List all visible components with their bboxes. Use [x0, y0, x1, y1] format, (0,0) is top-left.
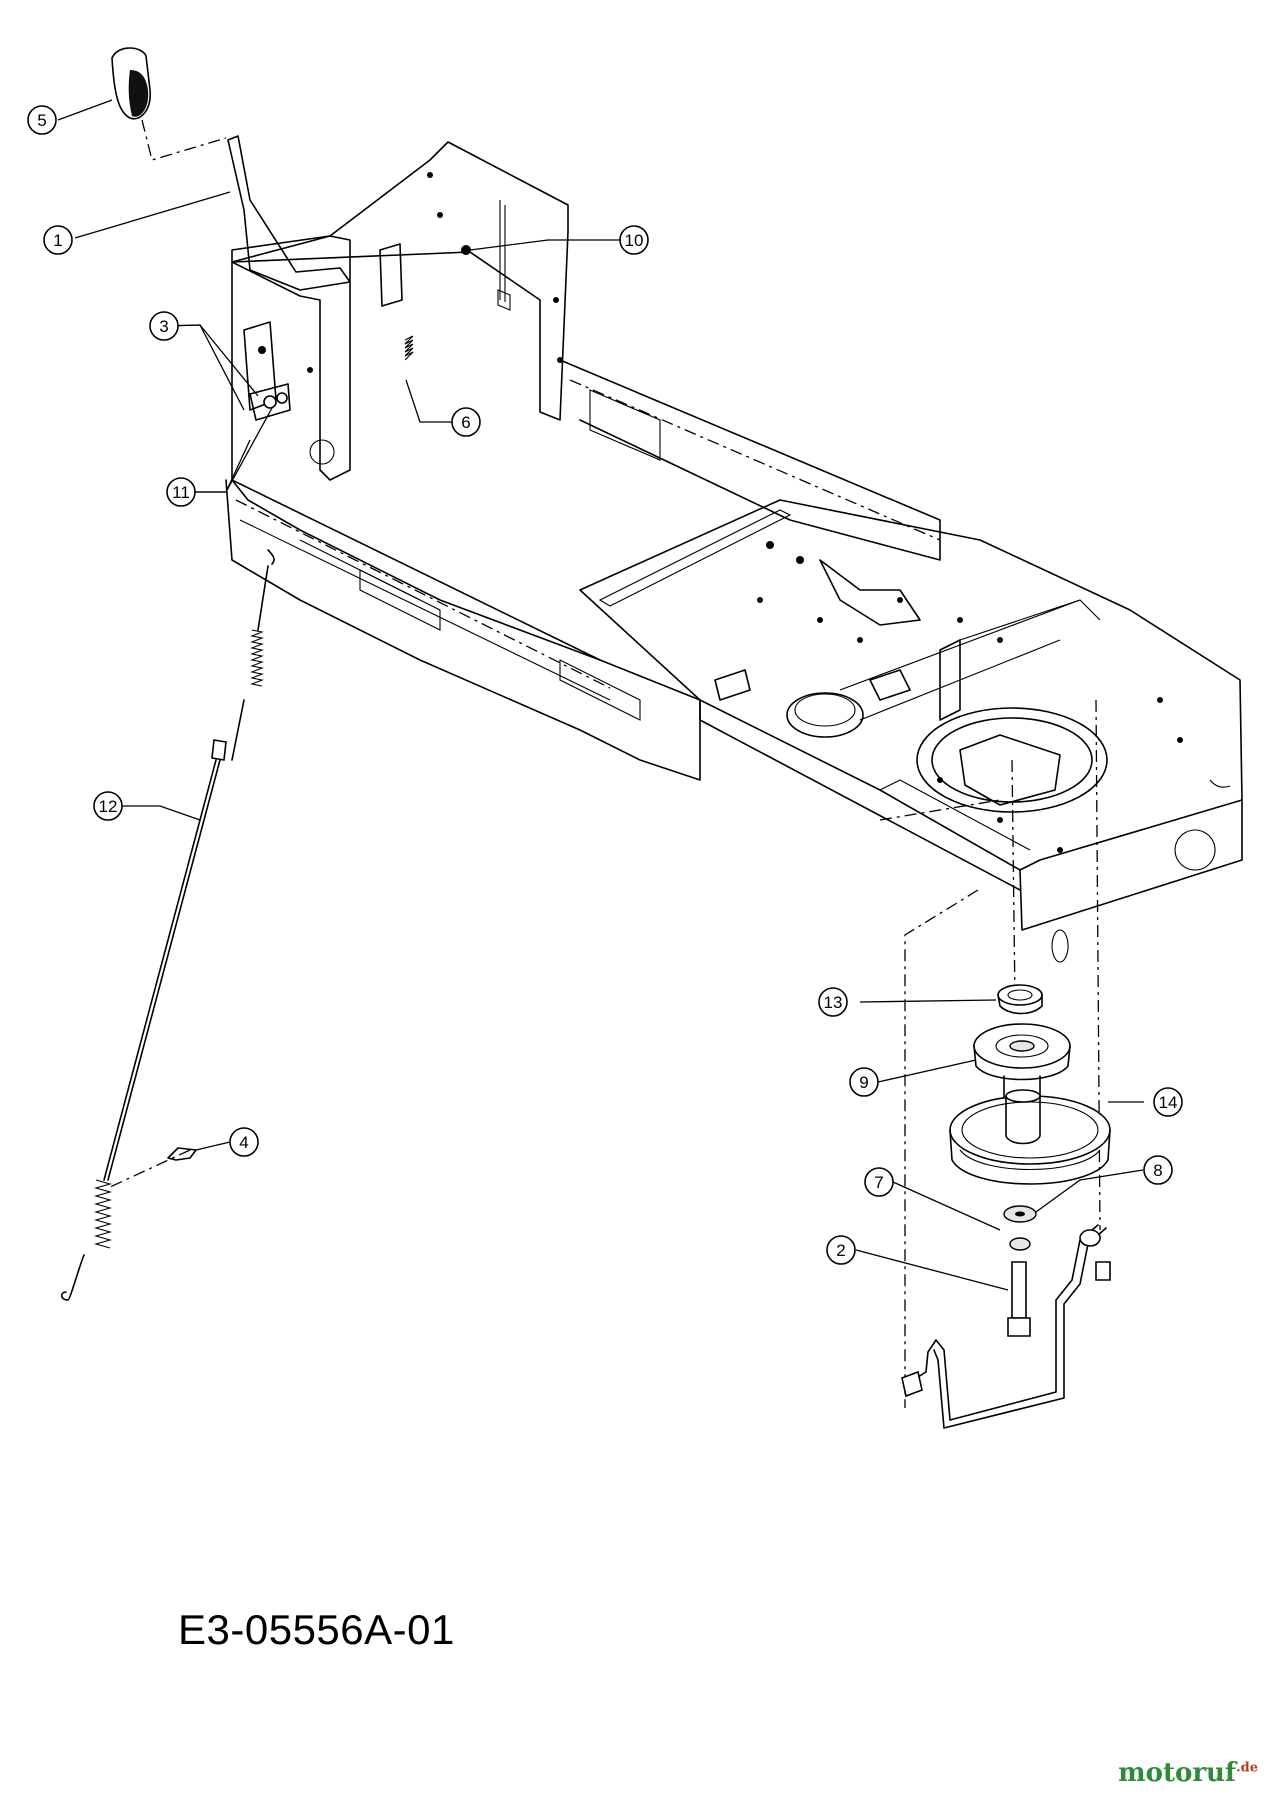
callout-6: 6 [451, 407, 481, 437]
svg-text:10: 10 [625, 231, 644, 250]
svg-text:9: 9 [859, 1073, 868, 1092]
callout-8: 8 [1143, 1155, 1173, 1185]
svg-text:4: 4 [239, 1133, 248, 1152]
svg-text:2: 2 [836, 1241, 845, 1260]
svg-text:14: 14 [1159, 1093, 1178, 1112]
callout-12: 12 [93, 791, 123, 821]
callout-2: 2 [826, 1235, 856, 1265]
pulley-stack [879, 699, 1111, 1408]
bolt-2 [1011, 1261, 1027, 1319]
callout-13: 13 [818, 987, 848, 1017]
bracket-3 [249, 383, 291, 421]
watermark-logo: motoruf.de [1118, 1758, 1258, 1788]
callout-10: 10 [619, 225, 649, 255]
callout-4: 4 [229, 1127, 259, 1157]
callout-11: 11 [166, 477, 196, 507]
callout-5: 5 [27, 105, 57, 135]
drawing-code: E3-05556A-01 [178, 1606, 455, 1653]
svg-text:5: 5 [37, 111, 46, 130]
watermark-brand: motoruf [1118, 1758, 1237, 1788]
callout-1: 1 [43, 225, 73, 255]
chassis-frame [225, 141, 1243, 963]
pulley-14 [949, 1095, 1111, 1165]
svg-text:6: 6 [461, 413, 470, 432]
clip-4 [107, 1147, 197, 1189]
lever-rod [227, 135, 351, 291]
svg-text:1: 1 [53, 231, 62, 250]
callout-9: 9 [849, 1067, 879, 1097]
callout-7: 7 [864, 1167, 894, 1197]
watermark-suffix: .de [1236, 1760, 1258, 1776]
callout-3: 3 [149, 311, 179, 341]
cable-12 [60, 549, 275, 1301]
svg-text:8: 8 [1153, 1161, 1162, 1180]
svg-text:12: 12 [99, 797, 118, 816]
nut-7 [1009, 1237, 1031, 1251]
lever-assembly [111, 47, 471, 421]
bearing-13 [997, 984, 1043, 1006]
callout-14: 14 [1153, 1087, 1183, 1117]
svg-text:13: 13 [824, 993, 843, 1012]
svg-text:3: 3 [159, 317, 168, 336]
belt-guide [901, 1224, 1111, 1429]
svg-text:11: 11 [172, 483, 190, 502]
svg-text:7: 7 [874, 1173, 883, 1192]
spring-6 [404, 335, 414, 361]
